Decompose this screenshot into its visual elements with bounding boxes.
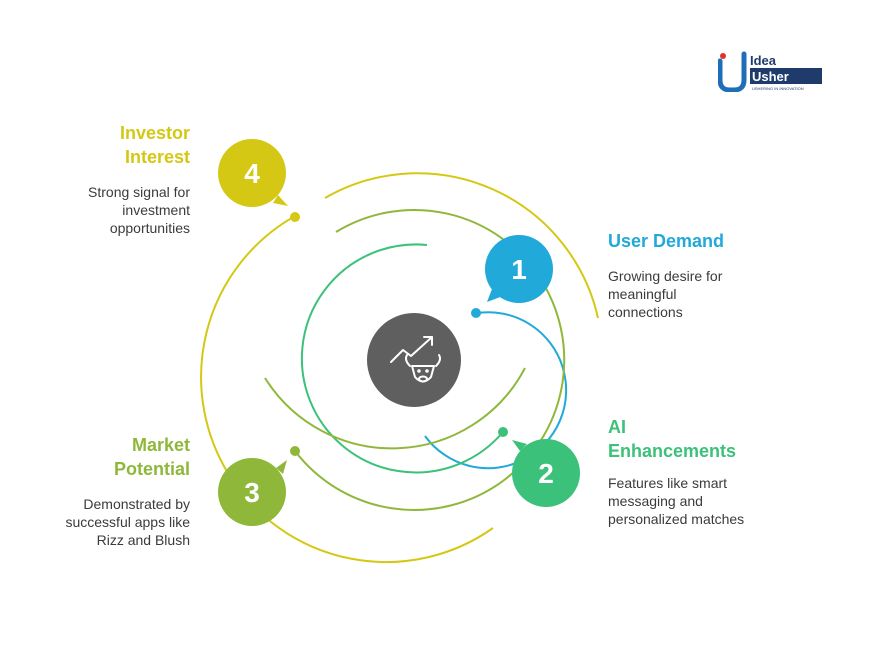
bubble-1-number: 1 [511, 254, 527, 285]
bull-with-rising-arrow-icon [390, 336, 441, 383]
bubble-4-number: 4 [244, 158, 260, 189]
user-demand-title: User Demand [608, 231, 725, 251]
dot-market-potential [290, 446, 300, 456]
dot-investor-interest [290, 212, 300, 222]
investor-interest-description: Strong signal for investment opportuniti… [88, 184, 190, 236]
logo-tagline: USHERING IN INNOVATION [752, 86, 804, 91]
bubble-1 [485, 235, 553, 303]
dot-ai-enhancements [498, 427, 508, 437]
bubble-2 [512, 439, 580, 507]
ai-enhancements-title: AI Enhancements [608, 417, 737, 461]
company-logo: Idea Usher USHERING IN INNOVATION [717, 50, 824, 93]
dot-user-demand [471, 308, 481, 318]
bubble-2-number: 2 [538, 458, 554, 489]
ring-market-potential-arc [264, 367, 526, 450]
ring-ai-enhancements [300, 243, 504, 474]
logo-line1: Idea [750, 53, 777, 68]
ring-user-demand [424, 311, 568, 470]
investor-interest-title: Investor Interest [119, 123, 190, 167]
center-circle [367, 313, 461, 407]
market-potential-description: Demonstrated by successful apps like Riz… [65, 496, 190, 548]
ring-market-potential [294, 208, 566, 511]
market-potential-title: Market Potential [113, 435, 190, 479]
logo-line2: Usher [752, 69, 789, 84]
ai-enhancements-description: Features like smart messaging and person… [608, 475, 745, 527]
logo-mark: Idea Usher USHERING IN INNOVATION [717, 51, 822, 93]
user-demand-description: Growing desire for meaningful connection… [608, 268, 723, 320]
bubble-4 [218, 139, 288, 207]
ring-investor-interest-arc [324, 172, 599, 319]
bubble-3-number: 3 [244, 477, 260, 508]
bubble-3 [218, 458, 287, 526]
